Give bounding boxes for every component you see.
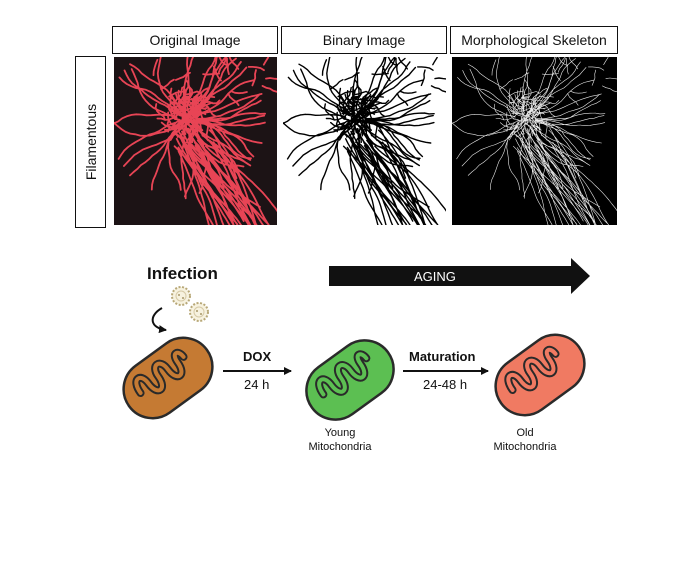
binary-image-panel <box>283 57 446 225</box>
row-label-filamentous: Filamentous <box>82 103 99 181</box>
old-mitochondria-label: Old Mitochondria <box>485 426 565 454</box>
old-label-line2: Mitochondria <box>493 441 557 453</box>
row-label-box: Filamentous <box>75 56 106 228</box>
fluorescent-mitochondrial-network <box>114 57 277 225</box>
header-binary-image: Binary Image <box>281 26 447 54</box>
skeleton-image-panel <box>452 57 617 225</box>
infection-label: Infection <box>147 264 218 283</box>
header-original-image: Original Image <box>112 26 278 54</box>
maturation-time: 24-48 h <box>423 377 468 392</box>
virus-particle-icon <box>171 286 191 306</box>
original-image-panel <box>114 57 277 225</box>
original-fluorescence-image <box>114 57 277 225</box>
aging-label: AGING <box>414 269 456 284</box>
mitochondrion-icon <box>305 339 395 421</box>
young-label-line2: Mitochondria <box>308 441 372 453</box>
virus-particle-icon <box>189 302 209 322</box>
header-morphological-skeleton: Morphological Skeleton <box>450 26 618 54</box>
skeleton-image <box>452 57 617 225</box>
young-mitochondria-label: Young Mitochondria <box>300 426 380 454</box>
binary-mitochondrial-network <box>283 57 446 225</box>
young-label-line1: Young <box>324 427 356 439</box>
old-label-line1: Old <box>516 427 534 439</box>
skeleton-mitochondrial-network <box>452 57 617 225</box>
binary-image <box>283 57 446 225</box>
dox-time: 24 h <box>244 377 270 392</box>
curved-arrow-icon <box>151 307 167 334</box>
maturation-label: Maturation <box>409 349 476 364</box>
mitochondrion-icon <box>122 336 214 420</box>
mitochondrion-icon <box>494 333 586 417</box>
dox-label: DOX <box>243 349 272 364</box>
aging-arrow <box>329 258 590 294</box>
aging-schematic: Infection AGING DOX 24 h Maturation 24-4… <box>0 250 700 470</box>
